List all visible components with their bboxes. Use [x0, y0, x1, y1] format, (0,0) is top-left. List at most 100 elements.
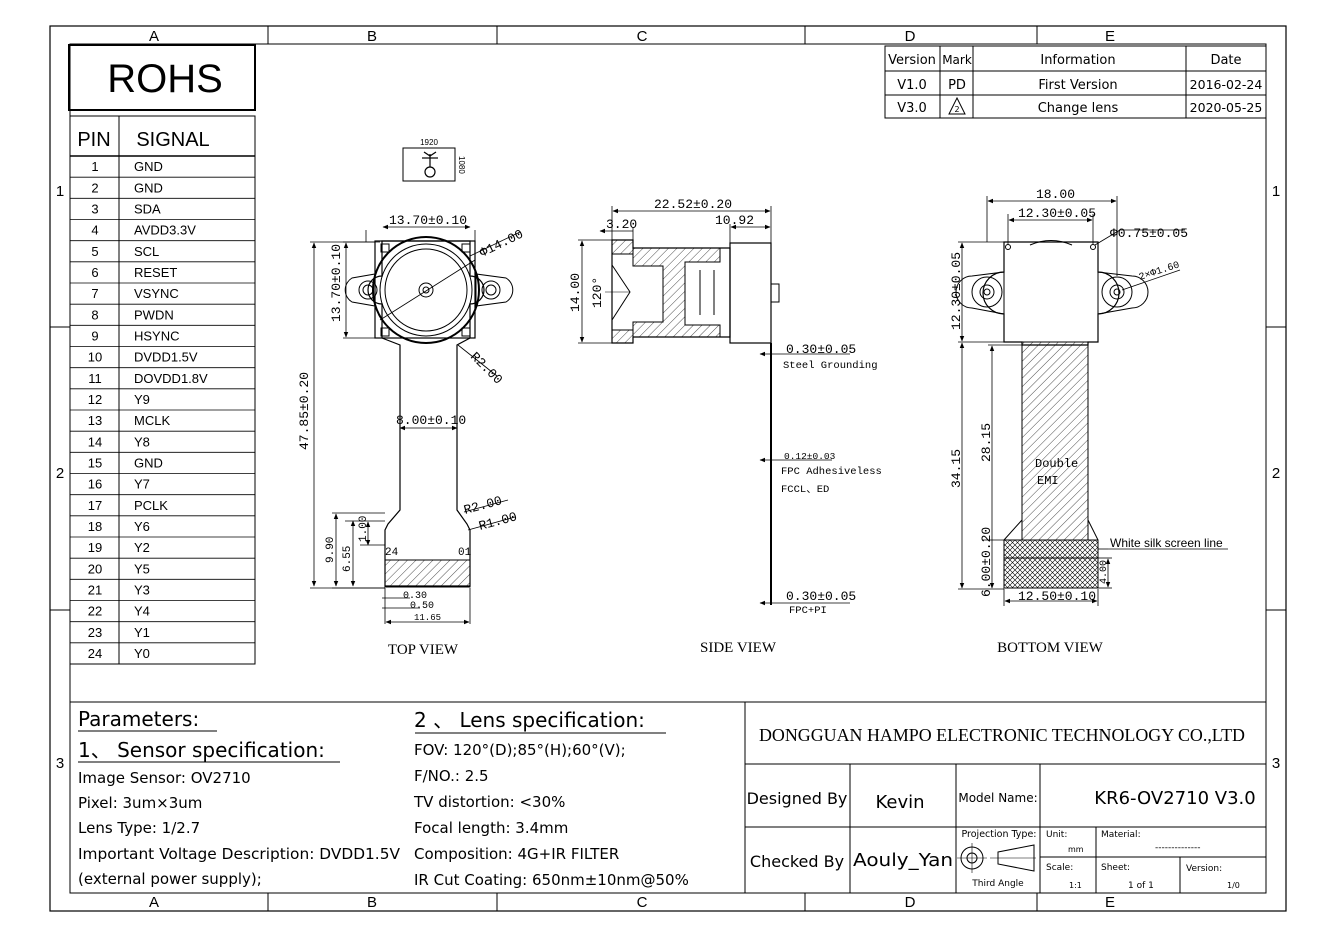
model-name-label: Model Name:: [958, 791, 1037, 805]
material-label: Material:: [1101, 830, 1141, 840]
rev-row1-mark: PD: [948, 78, 966, 93]
top-dim-width: 13.70±0.10: [389, 213, 467, 228]
bottom-silk-note: White silk screen line: [1110, 536, 1223, 550]
pin-number: 23: [88, 625, 102, 640]
top-pin-01: 01: [458, 547, 472, 559]
sensor-line-3: Lens Type: 1/2.7: [78, 819, 200, 837]
rev-row2-date: 2020-05-25: [1190, 100, 1263, 115]
rohs-label: ROHS: [107, 57, 223, 101]
lens-line-4: Focal length: 3.4mm: [414, 819, 568, 837]
pin-signal: GND: [134, 180, 163, 195]
zone-top-e: E: [1105, 28, 1115, 45]
sheet-value: 1 of 1: [1128, 881, 1154, 891]
rev-row1-version: V1.0: [897, 78, 927, 93]
side-dim-t3: 0.30±0.05: [786, 589, 856, 604]
designed-by-label: Designed By: [747, 789, 848, 808]
projection-value: Third Angle: [971, 879, 1024, 889]
side-dim-t1: 0.30±0.05: [786, 342, 856, 357]
company-name: DONGGUAN HAMPO ELECTRONIC TECHNOLOGY CO.…: [759, 725, 1245, 745]
sensor-line-1: Image Sensor: OV2710: [78, 769, 251, 787]
pin-signal: MCLK: [134, 413, 170, 428]
rev-row2-info: Change lens: [1038, 101, 1119, 116]
orientation-height: 1080: [457, 156, 466, 174]
pin-number: 6: [91, 265, 98, 280]
person-icon: [422, 151, 438, 178]
unit-label: Unit:: [1046, 830, 1067, 840]
zone-top-d: D: [905, 28, 916, 45]
top-dim-1165: 11.65: [414, 613, 441, 623]
side-dim-1092: 10.92: [715, 213, 754, 228]
pin-number: 16: [88, 477, 102, 492]
rev-header-mark: Mark: [942, 53, 972, 67]
zone-bottom-d: D: [905, 894, 916, 911]
parameters-title: Parameters:: [78, 707, 199, 731]
bottom-emi-2: EMI: [1037, 474, 1059, 488]
pin-number: 12: [88, 392, 102, 407]
designed-by-value: Kevin: [875, 792, 924, 813]
pin-signal: GND: [134, 456, 163, 471]
rev-header-version: Version: [888, 53, 936, 68]
pin-number: 18: [88, 519, 102, 534]
pin-signal: VSYNC: [134, 286, 179, 301]
zone-bottom-e: E: [1105, 894, 1115, 911]
top-view: [310, 224, 521, 625]
bottom-dim-1230: 12.30±0.05: [949, 252, 964, 330]
sensor-line-4: Important Voltage Description: DVDD1.5V: [78, 845, 401, 863]
pin-number: 4: [91, 223, 98, 238]
projection-label: Projection Type:: [961, 829, 1036, 840]
pin-signal: Y5: [134, 561, 150, 576]
zone-top-c: C: [637, 28, 648, 45]
top-dim-655: 6.55: [342, 546, 354, 572]
side-note-t2b: FCCL、ED: [781, 484, 829, 496]
pin-signal: Y2: [134, 540, 150, 555]
side-note-t2a: FPC Adhesiveless: [781, 466, 882, 478]
revision-table: [884, 45, 1267, 119]
top-dim-height: 13.70±0.10: [329, 244, 344, 322]
scale-value: 1:1: [1069, 881, 1082, 890]
signal-header: SIGNAL: [136, 129, 209, 151]
pin-number: 8: [91, 307, 98, 322]
sheet-label: Sheet:: [1101, 863, 1130, 873]
pin-signal: Y4: [134, 604, 150, 619]
version-label: Version:: [1186, 864, 1222, 874]
bottom-dim-400: 4.00: [1099, 560, 1110, 584]
pin-number: 1: [91, 159, 98, 174]
rev-header-date: Date: [1210, 53, 1241, 68]
pin-number: 13: [88, 413, 102, 428]
top-dim-diameter: Φ14.00: [477, 227, 526, 261]
pin-signal: Y9: [134, 392, 150, 407]
pin-signal: HSYNC: [134, 329, 180, 344]
rev-row1-info: First Version: [1038, 78, 1117, 93]
top-pin-24: 24: [385, 547, 399, 559]
pin-signal: PWDN: [134, 307, 174, 322]
pin-number: 5: [91, 244, 98, 259]
rev-row1-date: 2016-02-24: [1190, 77, 1263, 92]
side-dim-t2: 0.12±0.03: [784, 451, 836, 462]
zone-right-1: 1: [1272, 183, 1280, 200]
pin-header: PIN: [77, 129, 110, 151]
zone-top-a: A: [149, 28, 159, 45]
top-dim-990: 9.90: [325, 537, 337, 563]
top-dim-100: 1.00: [358, 516, 370, 542]
pin-signal: Y1: [134, 625, 150, 640]
pin-number: 9: [91, 329, 98, 344]
checked-by-value: Aouly_Yan: [853, 850, 953, 871]
bottom-dim-600: 6.00±0.20: [979, 527, 994, 597]
pin-signal: Y0: [134, 646, 150, 661]
orientation-mark: 1920 1080: [402, 138, 466, 182]
version-value: 1/0: [1227, 881, 1240, 890]
pin-number: 21: [88, 583, 102, 598]
zone-left-2: 2: [56, 465, 64, 482]
zone-bottom-c: C: [637, 894, 648, 911]
zone-bottom-a: A: [149, 894, 159, 911]
pin-signal: SDA: [134, 202, 161, 217]
pin-number: 24: [88, 646, 102, 661]
rev-header-info: Information: [1040, 53, 1115, 68]
bottom-view-label: BOTTOM VIEW: [997, 640, 1104, 656]
bottom-dim-small-hole: Φ0.75±0.05: [1110, 226, 1188, 241]
pin-number: 22: [88, 604, 102, 619]
pin-number: 15: [88, 456, 102, 471]
lens-line-6: IR Cut Coating: 650nm±10nm@50%: [414, 871, 689, 889]
side-view: [578, 206, 850, 606]
